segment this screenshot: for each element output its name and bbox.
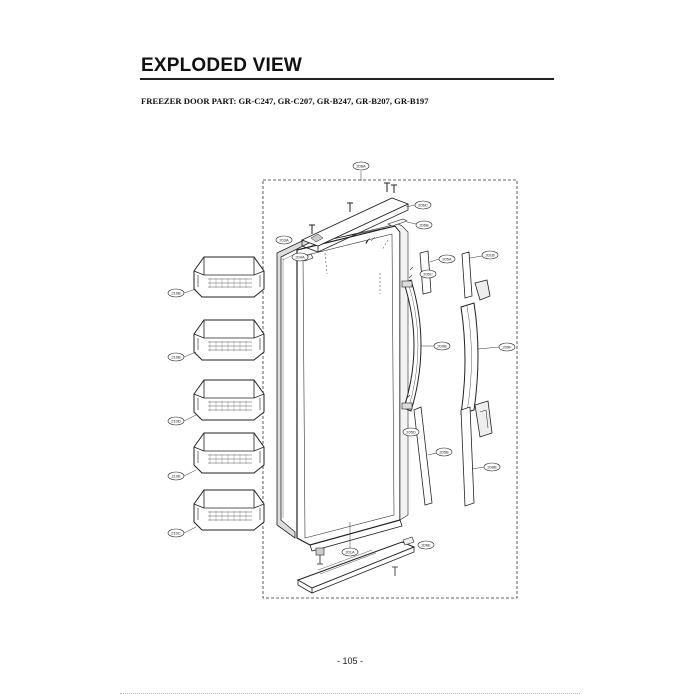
title-rule	[140, 78, 554, 80]
page-title: EXPLODED VIEW	[141, 55, 302, 76]
svg-text:210B: 210B	[171, 354, 181, 359]
door-shelf	[193, 319, 265, 361]
callout: 206A	[352, 161, 370, 171]
door-shelf	[193, 379, 265, 421]
svg-text:205C: 205C	[423, 271, 433, 276]
callout: 210C	[167, 526, 197, 538]
door-shelf	[193, 489, 265, 531]
svg-text:209F: 209F	[502, 344, 512, 349]
callout: 209B	[421, 341, 451, 351]
svg-text:203A: 203A	[279, 237, 289, 242]
svg-text:206A: 206A	[356, 163, 366, 168]
bottom-hinge	[296, 541, 416, 589]
svg-text:210B: 210B	[171, 290, 181, 295]
callout: 203A	[275, 235, 293, 245]
svg-text:201A: 201A	[345, 549, 355, 554]
svg-text:206C: 206C	[418, 202, 428, 207]
page-subtitle: FREEZER DOOR PART: GR-C247, GR-C207, GR-…	[141, 96, 429, 106]
callout: 206B	[406, 220, 433, 230]
svg-text:208B: 208B	[487, 464, 497, 469]
callout: 205B	[427, 447, 453, 457]
callout: 205D	[402, 427, 420, 437]
callout: 210E	[167, 469, 197, 481]
callout: 201A	[341, 522, 359, 557]
handle-cover	[460, 302, 479, 415]
callout: 205A	[429, 254, 456, 264]
svg-text:210D: 210D	[171, 418, 181, 423]
page-number: - 105 -	[336, 656, 363, 666]
door-shelf	[193, 256, 265, 298]
door-panel-front	[296, 225, 401, 546]
callout: 201B	[469, 250, 499, 260]
svg-text:204A: 204A	[295, 254, 305, 259]
svg-text:210C: 210C	[171, 530, 181, 535]
svg-text:210E: 210E	[171, 473, 181, 478]
door-shelf	[193, 432, 265, 474]
callout: 208B	[471, 462, 501, 472]
callout: 204A	[291, 252, 309, 262]
door-panel-back	[322, 223, 409, 521]
svg-text:205A: 205A	[442, 256, 452, 261]
callout: 206C	[405, 200, 432, 210]
assembly-frame	[262, 179, 518, 599]
svg-text:206B: 206B	[419, 222, 429, 227]
callout: 210B	[167, 288, 197, 298]
svg-text:206E: 206E	[421, 542, 431, 547]
svg-text:209B: 209B	[437, 343, 447, 348]
door-handle	[403, 279, 422, 412]
svg-text:205D: 205D	[406, 429, 416, 434]
callout: 210B	[167, 351, 197, 362]
svg-text:205B: 205B	[439, 449, 449, 454]
callout: 209F	[477, 342, 516, 352]
callout: 205C	[419, 269, 437, 279]
svg-text:201B: 201B	[485, 252, 495, 257]
callout: 210D	[167, 414, 197, 426]
footer-rule	[120, 693, 580, 694]
callout: 206E	[417, 540, 435, 550]
